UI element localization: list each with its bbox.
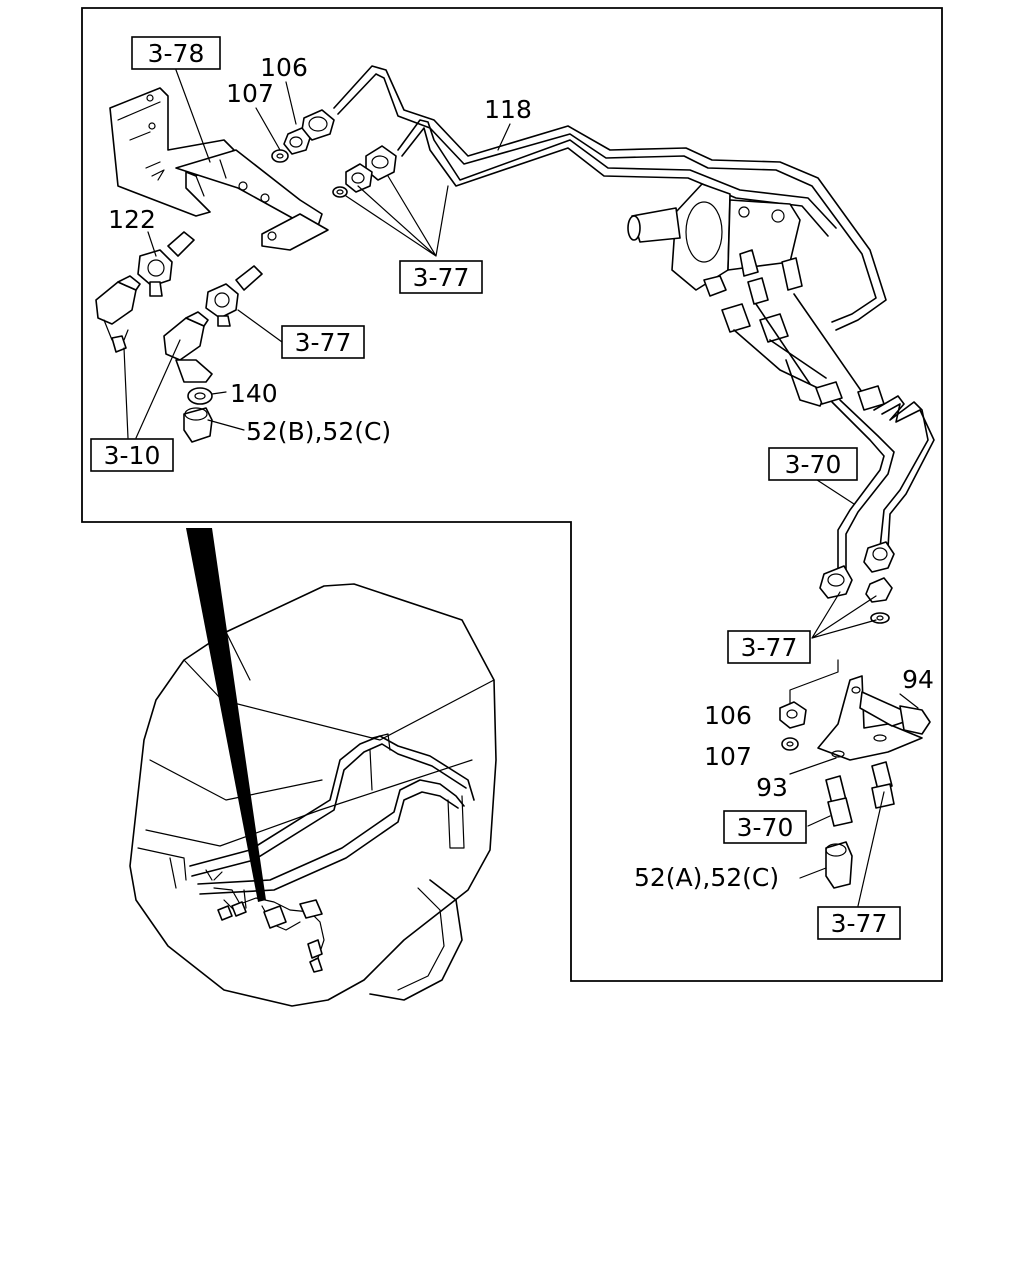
ref-box-3-10 — [90, 438, 174, 472]
fitting-3-77-b — [205, 265, 263, 327]
bracket-assembly — [109, 87, 329, 251]
union-3-70-b — [825, 775, 853, 827]
part-52-ac-label: 52(A),52(C) — [634, 863, 779, 892]
pressure-switch-left — [95, 275, 141, 353]
ref-3-77-a-label: 3-77 — [413, 263, 470, 292]
ref-3-77-d-label: 3-77 — [831, 909, 888, 938]
leader-lines — [123, 69, 919, 907]
pressure-switch-center — [163, 311, 213, 383]
washer-107-bottom — [781, 737, 799, 751]
part-106-top-label: 106 — [260, 53, 308, 82]
part-122-label: 122 — [108, 205, 156, 234]
bolt-94 — [859, 691, 931, 735]
ref-3-70-b-label: 3-70 — [737, 813, 794, 842]
flare-nuts-lower — [819, 541, 895, 624]
detail-frame — [81, 7, 943, 982]
adapter-52-ac — [825, 841, 853, 889]
ref-box-3-77-c — [727, 630, 811, 664]
part-107-bottom-label: 107 — [704, 742, 752, 771]
part-118-label: 118 — [484, 95, 532, 124]
flare-nuts-upper — [332, 145, 397, 198]
part-94-label: 94 — [902, 665, 934, 694]
nut-106-top — [283, 109, 335, 155]
part-52-bc-label: 52(B),52(C) — [246, 417, 391, 446]
part-106-bottom-label: 106 — [704, 701, 752, 730]
ref-box-3-77-a — [399, 260, 483, 294]
ref-box-3-70-a — [768, 447, 858, 481]
switch-122 — [137, 231, 195, 297]
ref-box-3-77-b — [281, 325, 365, 359]
union-3-77-d — [871, 761, 895, 809]
valve-assembly — [627, 183, 863, 407]
ref-3-77-c-label: 3-77 — [741, 633, 798, 662]
ref-box-3-78 — [131, 36, 221, 70]
ref-3-70-a-label: 3-70 — [785, 450, 842, 479]
part-107-top-label: 107 — [226, 79, 274, 108]
ref-3-77-b-label: 3-77 — [295, 328, 352, 357]
washer-140 — [187, 387, 213, 405]
ref-box-3-70-b — [723, 810, 807, 844]
location-pointer — [186, 528, 266, 902]
lower-pipes — [815, 381, 935, 571]
ref-3-78-label: 3-78 — [148, 39, 205, 68]
ref-3-10-label: 3-10 — [104, 441, 161, 470]
washer-107-top — [271, 149, 289, 163]
part-93-label: 93 — [756, 773, 788, 802]
ref-box-3-77-d — [817, 906, 901, 940]
adapter-52-bc — [183, 407, 213, 443]
part-140-label: 140 — [230, 379, 278, 408]
vehicle-cab-overview — [129, 583, 497, 1007]
nut-106-bottom — [779, 701, 807, 729]
